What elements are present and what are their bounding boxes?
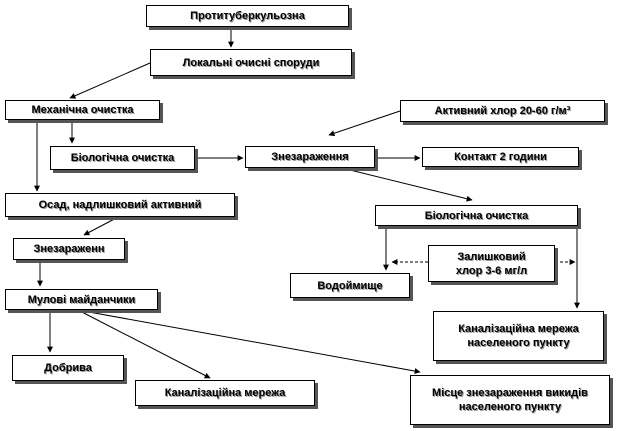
arrow-sludge-beds-to-disinfection-site (77, 309, 421, 374)
node-label: Біологічна очистка (424, 209, 529, 222)
node-label: Протитуберкульозна (190, 10, 305, 22)
node-residual-chlorine: Залишковий хлор 3-6 мг/л (428, 245, 555, 282)
node-contact: Контакт 2 години (422, 147, 579, 167)
node-label: Активний хлор 20-60 г/м³ (434, 105, 571, 117)
node-disinfection-site: Місце знезараження викидів населеного пу… (410, 375, 610, 425)
node-label: Знезараження (271, 151, 349, 163)
node-sewer: Каналізаційна мережа (135, 380, 315, 406)
node-label-line-1: Залишковий (457, 250, 526, 263)
arrow-disinfection-to-biological-2 (341, 167, 473, 202)
arrow-local-to-mechanical (69, 62, 151, 99)
node-label: Добрива (44, 362, 92, 374)
node-label: Біологічна очистка (70, 152, 175, 164)
node-active-chlorine: Активний хлор 20-60 г/м³ (400, 100, 605, 122)
node-fertilizer: Добрива (12, 355, 124, 381)
node-label-line-1: Каналізаційна мережа (458, 323, 579, 335)
node-label-line-2: хлор 3-6 мг/л (455, 264, 528, 277)
arrow-sludge-beds-to-sewer (77, 309, 211, 379)
node-label: Водоймище (317, 279, 383, 292)
node-mechanical: Механічна очистка (5, 100, 160, 120)
node-label: Мулові майданчики (27, 293, 136, 306)
node-sludge: Осад, надлишковий активний (5, 193, 235, 217)
node-label: Контакт 2 години (454, 151, 547, 163)
node-label: Осад, надлишковий активний (38, 199, 202, 211)
node-biological-1: Біологічна очистка (50, 146, 195, 170)
node-label-line-2: населеного пункту (458, 401, 562, 413)
arrow-sludge-to-disinfected (83, 215, 121, 236)
arrow-chlorine-to-disinfection (328, 110, 401, 137)
node-label: Каналізаційна мережа (164, 387, 286, 399)
node-sludge-beds: Мулові майданчики (5, 289, 158, 310)
node-label: Механічна очистка (31, 104, 134, 116)
node-local-treatment: Локальні очисні споруди (150, 49, 352, 76)
node-label-line-2: населеного пункту (467, 337, 570, 349)
node-disinfection: Знезараження (245, 146, 375, 168)
node-sewer-network: Каналізаційна мережа населеного пункту (433, 311, 604, 361)
node-disinfected: Знезараженн (13, 238, 125, 260)
node-protituberculosis: Протитуберкульозна (146, 5, 349, 27)
node-water-body: Водоймище (290, 273, 410, 298)
node-label-line-1: Місце знезараження викидів (432, 387, 588, 399)
node-label: Локальні очисні споруди (182, 56, 320, 69)
node-label: Знезараженн (33, 243, 105, 255)
node-biological-2: Біологічна очистка (375, 205, 578, 226)
